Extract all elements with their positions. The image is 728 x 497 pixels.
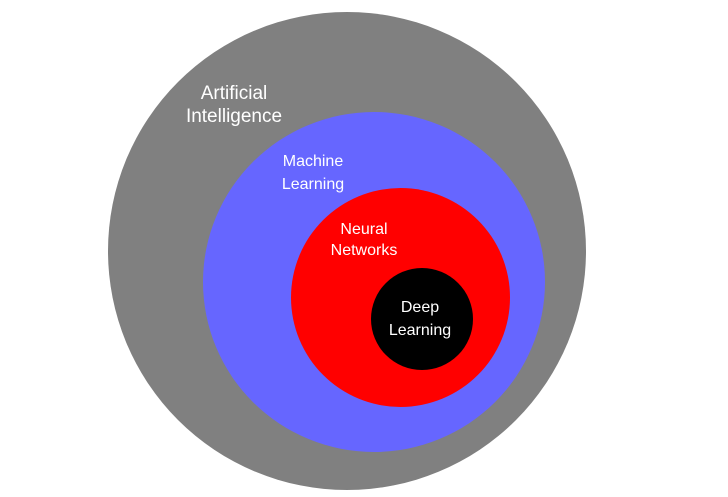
neural-networks-label-line-2: Networks <box>330 242 398 259</box>
neural-networks-label-line-1: Neural <box>340 221 388 238</box>
deep-learning-circle <box>371 268 473 370</box>
machine-learning-label: Machine Learning <box>264 150 362 196</box>
artificial-intelligence-label: Artificial Intelligence <box>174 82 294 128</box>
deep-learning-label-line-2: Learning <box>388 322 452 339</box>
artificial-intelligence-label-line-2: Intelligence <box>185 106 283 127</box>
machine-learning-label-line-2: Learning <box>281 176 345 193</box>
deep-learning-label-line-1: Deep <box>400 299 440 316</box>
artificial-intelligence-label-line-1: Artificial <box>200 83 268 104</box>
machine-learning-label-line-1: Machine <box>282 153 344 170</box>
neural-networks-label: Neural Networks <box>321 219 407 261</box>
deep-learning-label: Deep Learning <box>375 296 465 342</box>
